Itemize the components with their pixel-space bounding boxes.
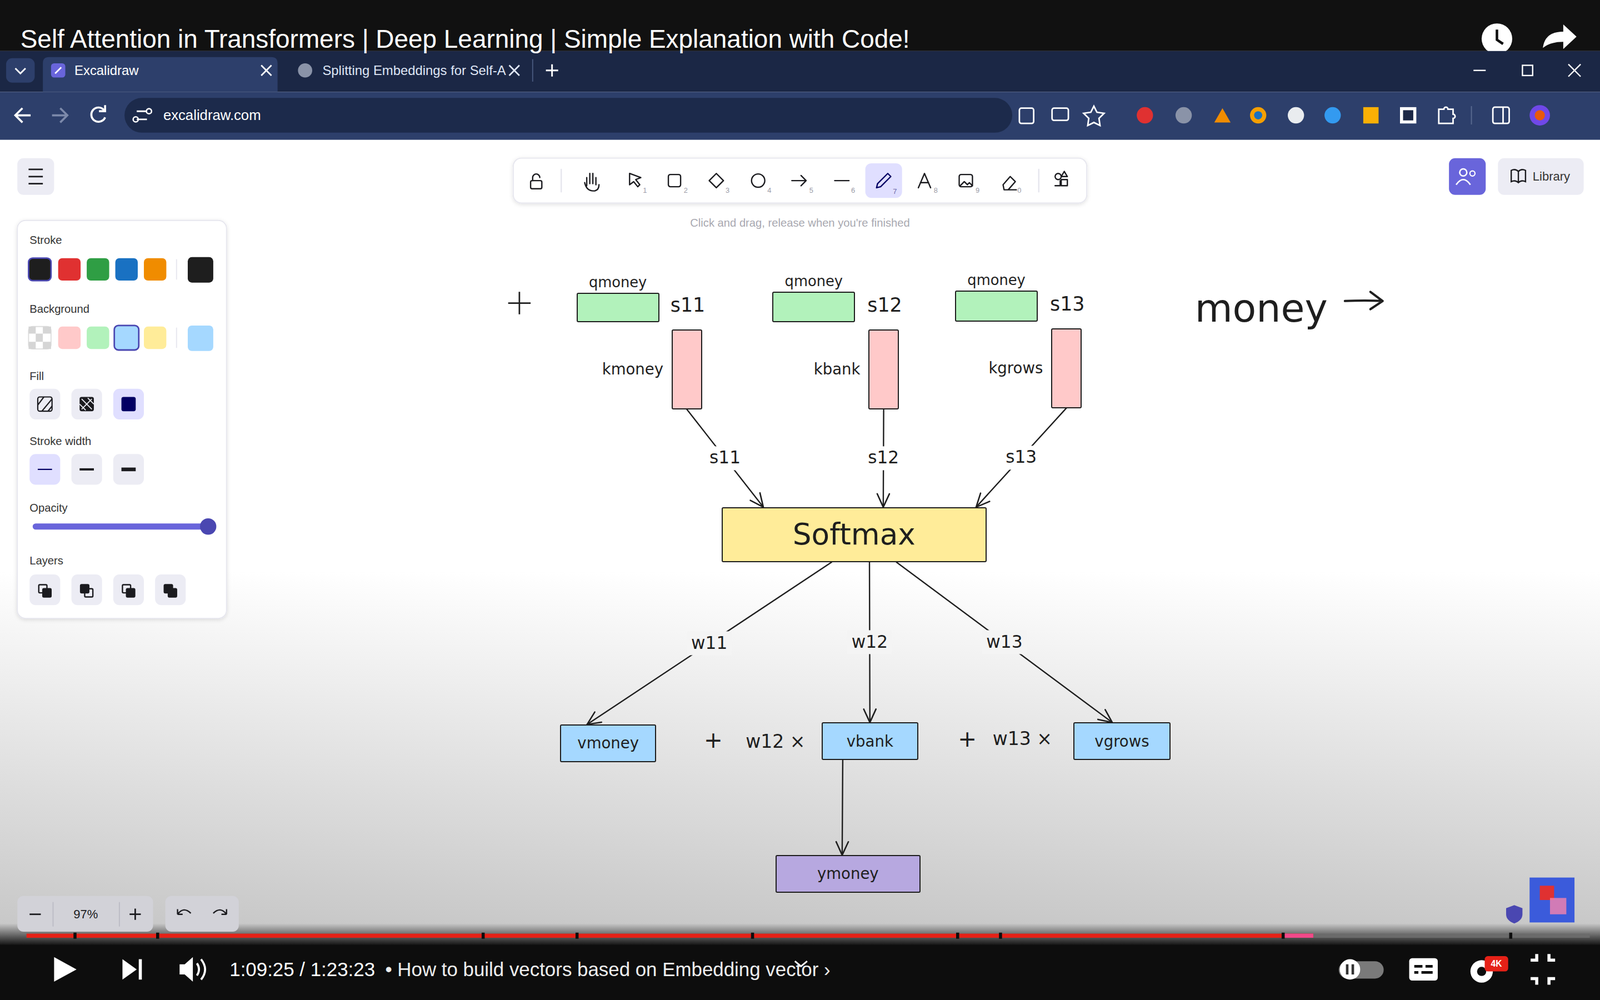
chapter-title: • How to build vectors based on Embeddin… — [385, 958, 830, 981]
box-heading: qmoney — [785, 273, 843, 290]
shortcut-number: 1 — [642, 186, 647, 195]
query-box: qmoney — [772, 291, 855, 323]
shortcut-number: 9 — [975, 186, 980, 195]
hint-text: Click and drag, release when you're fini… — [690, 217, 910, 230]
edge-label: s12 — [863, 446, 904, 470]
connector-arrow — [842, 760, 843, 855]
plus-sign: + — [957, 726, 977, 752]
panel-heading: Fill — [29, 370, 44, 383]
connector-arrow — [587, 562, 832, 725]
panel-heading: Layers — [29, 555, 64, 568]
box-heading: qmoney — [967, 272, 1025, 289]
panel-heading: Stroke — [29, 234, 62, 248]
key-box: kbank — [868, 329, 899, 409]
handwritten-word: money — [1195, 286, 1328, 331]
output-box: ymoney — [775, 855, 921, 893]
shortcut-number: 4 — [767, 186, 772, 195]
score-label: s11 — [670, 293, 706, 317]
key-box: kmoney — [671, 329, 703, 409]
score-label: s12 — [867, 293, 903, 317]
box-heading: kbank — [813, 360, 861, 379]
tab-title: Splitting Embeddings for Self-A — [322, 62, 506, 78]
video-time: 1:09:25 / 1:23:23 — [229, 958, 375, 981]
query-box: qmoney — [576, 292, 660, 323]
connector-arrow — [896, 562, 1113, 723]
weight-factor: w12 × — [745, 731, 805, 753]
shortcut-number: 3 — [725, 186, 730, 195]
query-box: qmoney — [955, 290, 1038, 322]
shortcut-number: 8 — [933, 186, 938, 195]
quality-badge: 4K — [1491, 958, 1503, 969]
zoom-level: 97% — [73, 907, 98, 922]
panel-heading: Stroke width — [29, 435, 92, 449]
shortcut-number: 6 — [851, 186, 855, 195]
box-label: vbank — [846, 732, 894, 751]
box-label: vgrows — [1094, 732, 1149, 751]
weight-factor: w13 × — [992, 728, 1053, 750]
shortcut-number: 7 — [892, 187, 897, 197]
edge-label: s13 — [1001, 445, 1042, 470]
value-box: vgrows — [1073, 722, 1170, 760]
panel-heading: Background — [29, 302, 90, 316]
box-heading: kgrows — [988, 359, 1043, 378]
softmax-box: Softmax — [721, 507, 988, 563]
key-box: kgrows — [1051, 328, 1082, 408]
video-title: Self Attention in Transformers | Deep Le… — [20, 23, 910, 54]
value-box: vmoney — [560, 724, 657, 763]
edge-label: s11 — [705, 446, 745, 470]
box-heading: qmoney — [588, 274, 647, 292]
url-text: excalidraw.com — [163, 107, 262, 124]
shortcut-number: 0 — [1017, 186, 1022, 195]
box-heading: kmoney — [602, 360, 664, 379]
score-label: s13 — [1050, 292, 1085, 315]
box-label: vmoney — [577, 734, 639, 753]
connector-arrow — [976, 408, 1067, 508]
box-label: Softmax — [792, 517, 916, 552]
edge-label: w12 — [847, 630, 892, 655]
box-label: ymoney — [817, 865, 879, 883]
edge-label: w13 — [982, 630, 1027, 655]
panel-heading: Opacity — [29, 501, 68, 515]
tab-title: Excalidraw — [74, 62, 139, 78]
plus-sign: + — [703, 726, 723, 753]
shortcut-number: 2 — [683, 186, 688, 195]
edge-label: w11 — [687, 631, 732, 655]
connector-arrow — [686, 409, 764, 508]
shortcut-number: 5 — [809, 186, 814, 195]
value-box: vbank — [821, 722, 919, 760]
library-button: Library — [1532, 169, 1570, 184]
